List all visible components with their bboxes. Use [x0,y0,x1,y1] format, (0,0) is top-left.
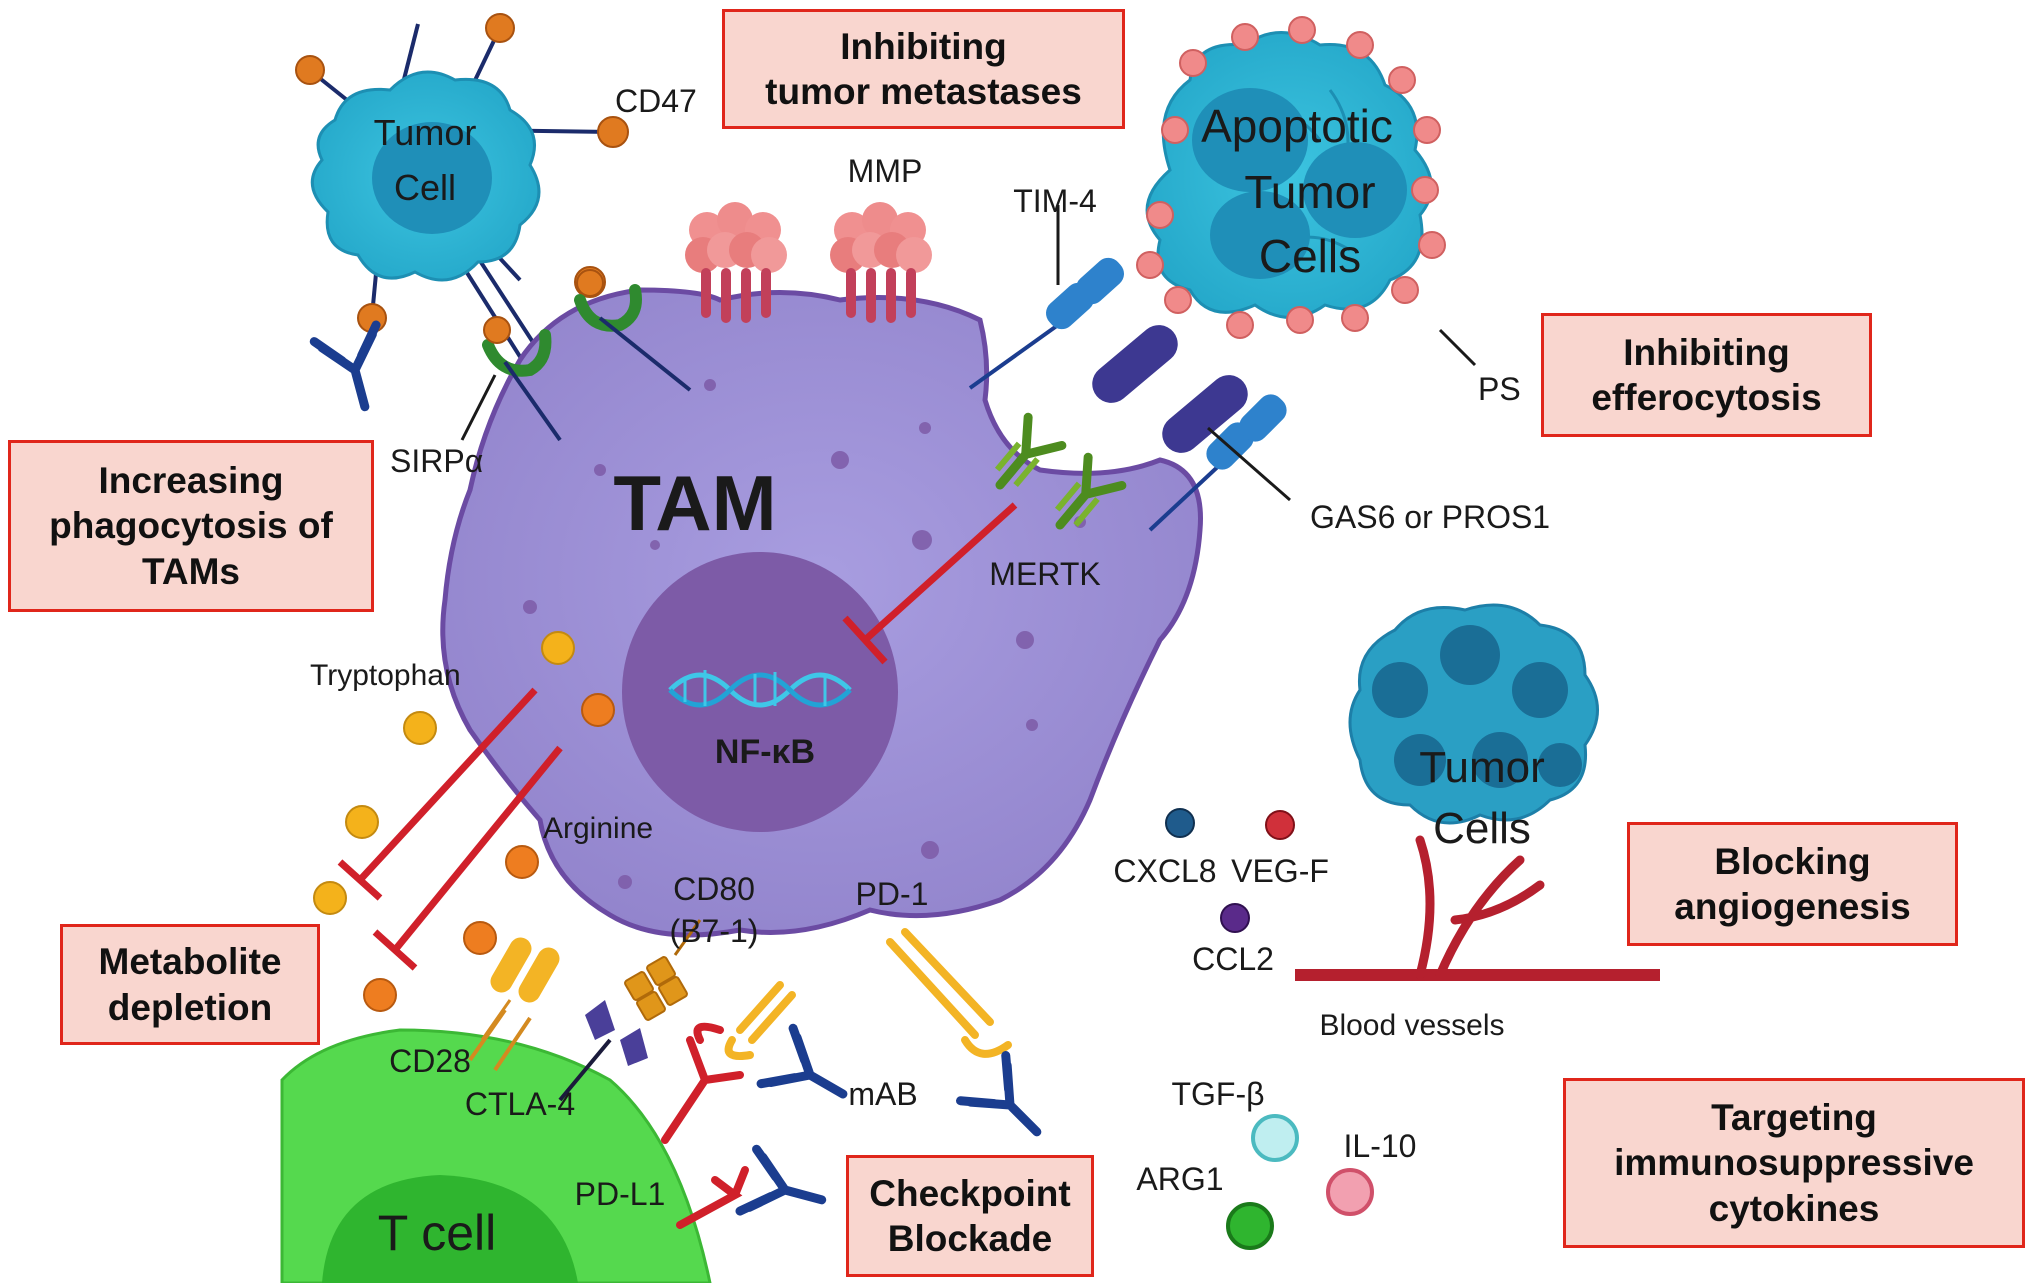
tam-nucleus [622,552,898,832]
cd80-ligand [624,919,702,1021]
tam-granules [523,379,1086,889]
gas6-label: GAS6 or PROS1 [1310,499,1550,535]
arginine-label: Arginine [543,812,653,845]
callout-line: Increasing [98,460,284,502]
pdl1-ligands [661,1022,749,1229]
callout-line: tumor metastases [765,71,1082,112]
callout-line: efferocytosis [1591,377,1822,418]
callout-line: phagocytosis of [49,505,333,547]
il10-label: IL-10 [1344,1128,1417,1164]
mab-antibody-2 [961,1056,1060,1155]
cxcl8-dot [1165,808,1195,838]
cd80-label-2: (B7-1) [670,913,759,949]
arg1-dot [1226,1202,1274,1250]
mab-antibody-3 [740,1149,830,1230]
tryptophan-molecules [313,631,575,915]
ps-label: PS [1478,371,1521,407]
tumor-cell-label-1: Tumor [374,112,477,153]
tumor-mass-with-vessels: Tumor Cells [1295,603,1660,981]
cd47-label: CD47 [615,83,697,119]
tgfb-dot [1251,1114,1299,1162]
sirpa-label: SIRPα [390,443,483,479]
il10-dot [1326,1168,1374,1216]
tumor-cells-label-1: Tumor [1419,743,1545,792]
callout-line: cytokines [1708,1187,1880,1229]
cxcl8-label: CXCL8 [1113,853,1216,889]
mertk-inhibition-arrow [842,502,1018,665]
tumor-cell-label-2: Cell [394,167,456,208]
pdl1-label: PD-L1 [575,1176,666,1212]
tim4-receptor [968,257,1124,390]
t-cell-label: T cell [378,1205,497,1261]
callout-line: Inhibiting [840,25,1007,67]
mmp-receptors [685,202,932,323]
cd28-receptor [468,937,560,1072]
callout-line: TAMs [142,550,240,592]
cd80-label-1: CD80 [673,871,755,907]
pd1-label: PD-1 [856,876,929,912]
pd1-receptors [724,928,1012,1060]
callout-line: Blockade [887,1218,1053,1259]
mab-label: mAB [848,1076,917,1112]
blood-vessels-label: Blood vessels [1319,1009,1504,1042]
apoptotic-label-1: Apoptotic [1201,100,1393,152]
tryptophan-label: Tryptophan [310,659,461,692]
tam-label: TAM [613,459,776,547]
vegf-label: VEG-F [1231,853,1329,889]
mertk-label: MERTK [989,556,1100,592]
metabolite-inhibition-arrows [337,687,563,971]
arg1-label: ARG1 [1136,1161,1223,1197]
callout-line: angiogenesis [1674,886,1911,927]
ctla4-label: CTLA-4 [465,1086,575,1122]
tim4-label: TIM-4 [1013,183,1097,219]
gas6-ligands [1092,325,1248,453]
vegf-dot [1265,810,1295,840]
arginine-molecules [363,693,615,1012]
callout-line: Inhibiting [1623,331,1790,373]
antibody-icon [314,325,395,415]
callout-line: Metabolite [98,941,282,983]
ccl2-dot [1220,903,1250,933]
apoptotic-label-2: Tumor [1244,166,1375,218]
ps-dots [1136,16,1446,339]
mmp-label: MMP [848,153,923,189]
tumor-cells-label-2: Cells [1433,804,1531,853]
nfkb-label: NF-κB [715,733,815,771]
cd28-label: CD28 [389,1043,471,1079]
ccl2-label: CCL2 [1192,941,1274,977]
tgfb-label: TGF-β [1171,1076,1264,1112]
dna-helix-icon [668,670,852,708]
callout-line: depletion [107,986,273,1028]
apoptotic-label-3: Cells [1259,230,1361,282]
apoptotic-tumor-cells: Apoptotic Tumor Cells [1136,16,1446,339]
sirpa-receptors [482,269,692,442]
ctla4-receptor [558,1000,648,1102]
callout-line: immunosuppressive [1614,1142,1974,1184]
mab-antibody-1 [761,1028,859,1121]
callout-line: Checkpoint [869,1172,1071,1214]
t-cell-nucleus [322,1175,578,1283]
tumor-cell-nucleus [372,122,492,234]
callout-line: Blocking [1714,840,1871,882]
callout-line: Targeting [1711,1097,1877,1139]
